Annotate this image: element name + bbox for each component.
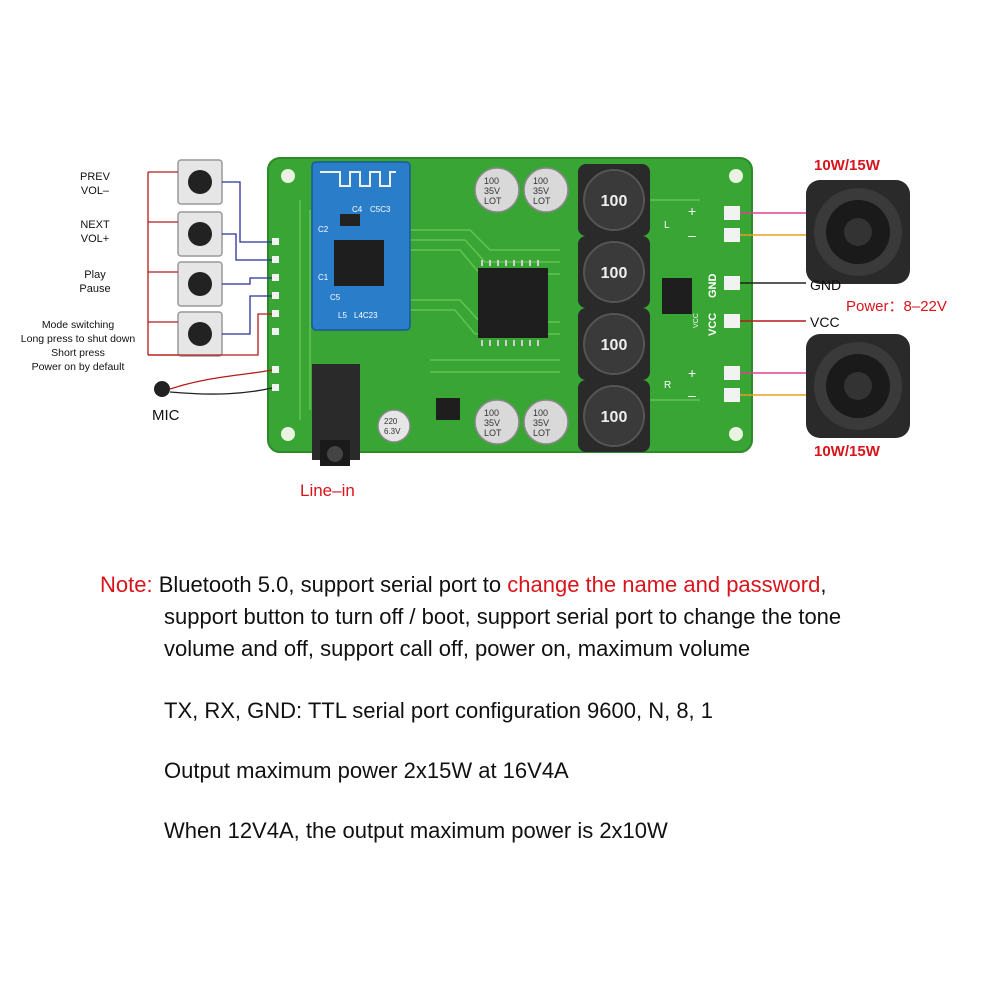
bt-pin-label: C4 (352, 205, 363, 214)
bt-pin-label: L5 (338, 311, 347, 320)
svg-text:100: 100 (533, 176, 548, 186)
left-channel-mark: L (664, 220, 670, 231)
capacitor-bottom-right: 100 35V LOT (523, 399, 569, 445)
bt-pin-label: C5C3 (370, 205, 391, 214)
transistor (436, 398, 460, 420)
voltage-regulator (662, 278, 692, 314)
output-16v-text: Output maximum power 2x15W at 16V4A (164, 758, 569, 783)
gnd-label: GND (810, 277, 841, 293)
speaker-bottom-icon (806, 334, 910, 438)
mount-hole-tr (729, 169, 743, 183)
svg-text:100: 100 (484, 176, 499, 186)
amplifier-chip (478, 260, 548, 346)
mount-hole-tl (281, 169, 295, 183)
svg-text:100: 100 (484, 408, 499, 418)
amplifier-board-diagram: C4 C5C3 C2 C1 C5 L5 L4C23 100 35V LOT 10… (21, 157, 947, 500)
button-mode (177, 311, 223, 357)
svg-text:LOT: LOT (484, 196, 502, 206)
bt-pin-label: L4C23 (354, 311, 378, 320)
inductor-2: 100 (578, 236, 650, 308)
button-play (177, 261, 223, 307)
svg-text:35V: 35V (484, 418, 500, 428)
button-mode-label-2: Long press to shut down (21, 333, 136, 345)
svg-text:VCC: VCC (707, 313, 719, 336)
svg-text:GND: GND (707, 274, 719, 299)
button-wires (147, 171, 272, 356)
speaker-top-label: 10W/15W (814, 157, 881, 174)
note-line-3: volume and off, support call off, power … (164, 636, 751, 661)
svg-text:35V: 35V (533, 418, 549, 428)
speaker-top-terminals: + – (688, 203, 740, 243)
svg-text:+: + (688, 203, 696, 219)
inductor-3: 100 (578, 308, 650, 380)
svg-text:100: 100 (601, 265, 628, 282)
svg-text:LOT: LOT (484, 428, 502, 438)
speaker-bottom-terminals: + – R (664, 365, 740, 403)
button-prev-label-1: PREV (80, 171, 111, 183)
capacitor-bottom-left: 100 35V LOT (474, 399, 520, 445)
svg-text:–: – (688, 227, 696, 243)
svg-text:100: 100 (601, 409, 628, 426)
svg-text:35V: 35V (533, 186, 549, 196)
mount-hole-br (729, 427, 743, 441)
mic-icon (154, 369, 273, 397)
svg-text:LOT: LOT (533, 196, 551, 206)
capacitor-small: 220 6.3V (377, 409, 411, 443)
note-prefix: Note: (100, 572, 153, 597)
bluetooth-module: C4 C5C3 C2 C1 C5 L5 L4C23 (311, 161, 411, 331)
button-next-label-2: VOL+ (81, 233, 109, 245)
button-next-label-1: NEXT (80, 219, 110, 231)
power-terminals: GND VCC VCC (693, 274, 740, 336)
output-12v-text: When 12V4A, the output maximum power is … (164, 818, 668, 843)
button-prev (177, 159, 223, 205)
svg-text:–: – (688, 387, 696, 403)
line-in-label: Line–in (300, 481, 355, 500)
bt-pin-label: C2 (318, 225, 329, 234)
button-play-label-2: Pause (79, 283, 110, 295)
inductor-1: 100 (578, 164, 650, 236)
button-prev-label-2: VOL– (81, 185, 110, 197)
button-mode-label-1: Mode switching (42, 319, 115, 331)
left-header-pins (272, 238, 279, 391)
vcc-label: VCC (810, 314, 840, 330)
button-mode-label-4: Power on by default (32, 361, 125, 373)
mic-label: MIC (152, 407, 180, 424)
svg-text:100: 100 (601, 193, 628, 210)
notes-section: Note: Bluetooth 5.0, support serial port… (0, 560, 1000, 1000)
svg-text:100: 100 (533, 408, 548, 418)
capacitor-top-right: 100 35V LOT (523, 167, 569, 213)
svg-text:R: R (664, 380, 671, 391)
note-highlight: change the name and password (507, 572, 821, 597)
serial-config-text: TX, RX, GND: TTL serial port configurati… (164, 698, 714, 723)
svg-text:35V: 35V (484, 186, 500, 196)
line-in-jack (312, 364, 360, 466)
bt-chip (334, 240, 384, 286)
speaker-top-icon (806, 180, 910, 284)
note-text-c: , (820, 572, 827, 597)
svg-text:+: + (688, 365, 696, 381)
svg-text:100: 100 (601, 337, 628, 354)
mount-hole-bl (281, 427, 295, 441)
button-play-label-1: Play (84, 269, 106, 281)
bt-pin-label: C5 (330, 293, 341, 302)
power-label: Power：8–22V (846, 298, 947, 315)
svg-text:6.3V: 6.3V (384, 427, 401, 436)
speaker-bottom-label: 10W/15W (814, 443, 881, 460)
pcb-traces (299, 199, 700, 420)
note-text-a: Bluetooth 5.0, support serial port to (152, 572, 508, 597)
svg-text:220: 220 (384, 417, 398, 426)
svg-text:VCC: VCC (693, 313, 700, 328)
button-mode-label-3: Short press (51, 347, 105, 359)
note-line-1: Note: Bluetooth 5.0, support serial port… (100, 572, 826, 598)
bt-pin-label: C1 (318, 273, 329, 282)
output-wires (740, 212, 806, 396)
inductor-4: 100 (578, 380, 650, 452)
button-next (177, 211, 223, 257)
svg-text:LOT: LOT (533, 428, 551, 438)
capacitor-top-left: 100 35V LOT (474, 167, 520, 213)
note-line-2: support button to turn off / boot, suppo… (164, 604, 842, 629)
